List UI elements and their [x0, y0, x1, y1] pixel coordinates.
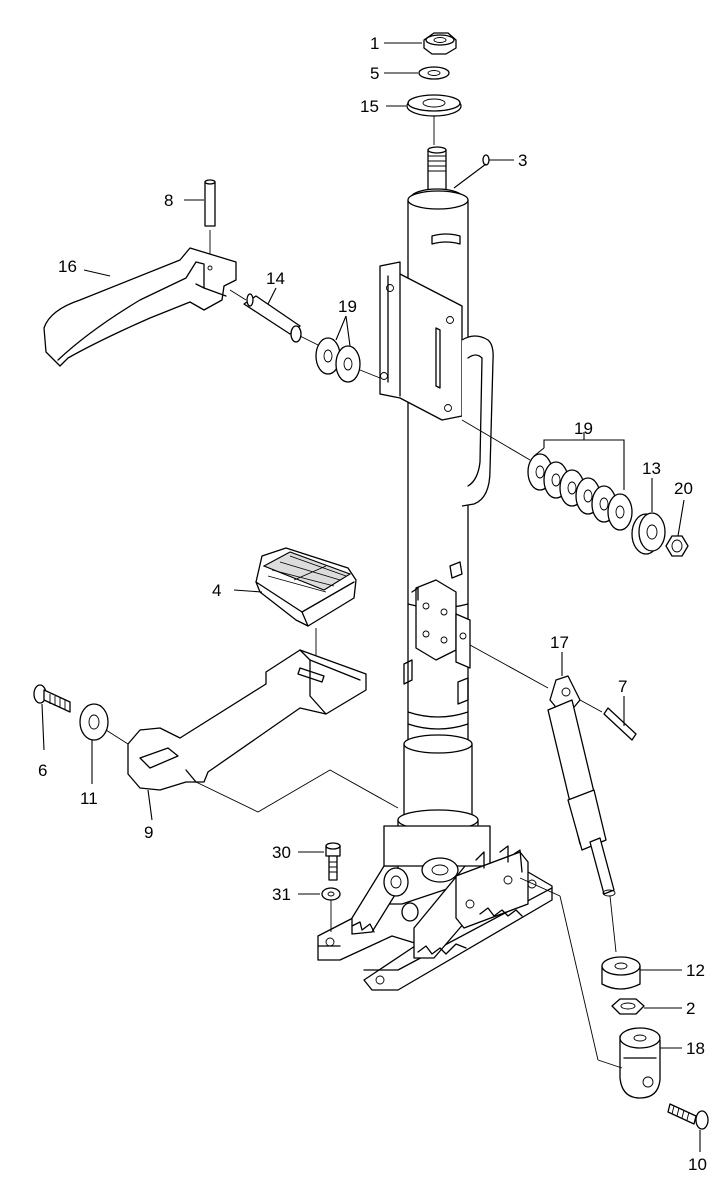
callout-labels: 1 5 15 3 8 16 14 19 19 13 20 4 17 7 6 11… [38, 34, 707, 1174]
part-31-washer [321, 887, 341, 901]
callout-7: 7 [618, 677, 627, 696]
part-30-bolt [325, 842, 341, 881]
callout-4: 4 [212, 581, 221, 600]
callout-6: 6 [38, 761, 47, 780]
part-15-washer [406, 94, 462, 117]
callout-8: 8 [164, 191, 173, 210]
part-9-pedal-arm [127, 649, 367, 791]
part-20-nut [665, 535, 689, 557]
callout-15: 15 [360, 97, 379, 116]
part-10-bolt [667, 1103, 709, 1130]
part-17-gas-spring [547, 675, 616, 897]
callout-12: 12 [686, 961, 705, 980]
leader-lines [41, 42, 701, 1152]
callout-18: 18 [686, 1039, 705, 1058]
callout-13: 13 [642, 459, 661, 478]
callout-31: 31 [272, 885, 291, 904]
part-19-washers-right [527, 453, 633, 531]
callout-17: 17 [550, 633, 569, 652]
part-11-washer [79, 703, 109, 741]
callout-10: 10 [688, 1155, 707, 1174]
part-6-bolt [33, 684, 71, 713]
callout-14: 14 [266, 269, 285, 288]
part-3-key [482, 154, 514, 166]
part-1-nut [423, 32, 457, 55]
callout-1: 1 [370, 34, 379, 53]
callout-19-right: 19 [574, 419, 593, 438]
part-12-bushing [601, 956, 641, 990]
part-13-washer [631, 512, 666, 555]
callout-3: 3 [518, 151, 527, 170]
part-5-washer [418, 66, 450, 80]
part-19-washers-left [315, 337, 361, 383]
part-7-pin [603, 707, 637, 741]
part-16-lever [43, 247, 237, 367]
part-14-pin [229, 289, 302, 343]
callout-16: 16 [58, 257, 77, 276]
callout-19-left: 19 [338, 297, 357, 316]
steering-column [379, 146, 494, 849]
callout-30: 30 [272, 843, 291, 862]
callout-20: 20 [674, 479, 693, 498]
callout-11: 11 [80, 789, 98, 808]
part-18-clevis [619, 1027, 661, 1099]
callout-9: 9 [144, 823, 153, 842]
part-4-pedal-pad [255, 547, 357, 627]
column-base [317, 825, 553, 991]
callout-5: 5 [370, 64, 379, 83]
part-8-pin [204, 179, 216, 258]
callout-2: 2 [686, 999, 695, 1018]
part-2-nut [611, 998, 645, 1015]
